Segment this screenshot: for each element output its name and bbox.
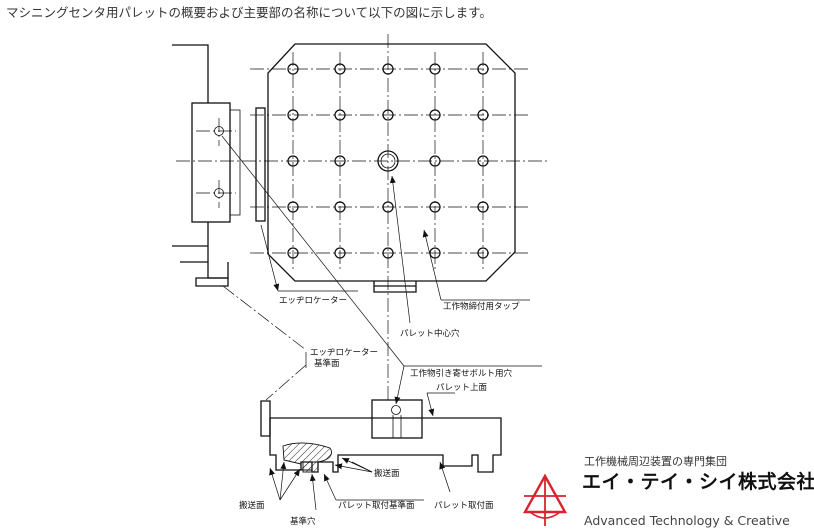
tap-hole [382,247,394,259]
label-transport-face-left: 搬送面 [239,500,265,511]
tap-hole [382,63,394,75]
tap-hole [334,155,346,167]
tap-hole [382,201,394,213]
pallet-top-view [176,34,548,400]
tap-hole [429,247,441,259]
label-pallet-mount-ref: パレット取付基準面 [338,500,415,511]
tap-grid-centerlines [250,52,530,270]
label-pallet-mount-face: パレット取付面 [434,500,494,511]
tap-hole [477,155,489,167]
tap-hole [287,109,299,121]
label-edge-locator-ref: エッヂロケーター [310,348,378,358]
tap-hole [287,247,299,259]
intro-text: マシニングセンタ用パレットの概要および主要部の名称について以下の図に示します。 [6,5,492,20]
tap-hole [477,201,489,213]
label-transport-face-right: 搬送面 [374,468,400,479]
logo-company-name: エイ・テイ・シイ株式会社 [582,471,814,493]
atc-logo-icon [522,473,568,526]
label-pallet-center-hole: パレット中心穴 [400,328,460,339]
tap-hole [477,109,489,121]
machine-fixture [172,44,266,287]
leader-lines [221,135,542,511]
tap-hole [334,109,346,121]
tap-hole [429,109,441,121]
tap-hole [287,63,299,75]
logo-tagline: 工作機械周辺装置の専門集団 [584,455,727,468]
tap-hole [334,63,346,75]
tap-hole [477,247,489,259]
label-pull-bolt-hole: 工作物引き寄せボルト用穴 [410,368,513,379]
label-edge-locator: エッヂロケーター [279,296,347,306]
company-logo: 工作機械周辺装置の専門集団 エイ・テイ・シイ株式会社 Advanced Tech… [522,452,814,532]
tap-hole [287,155,299,167]
label-ref-hole: 基準穴 [290,516,316,527]
pallet-center-hole [377,150,399,172]
tap-hole [429,155,441,167]
tap-hole [382,109,394,121]
pallet-side-view [260,399,502,473]
tap-hole [477,63,489,75]
tap-hole [287,201,299,213]
tap-hole [334,201,346,213]
tap-hole [334,247,346,259]
label-pallet-top: パレット上面 [436,383,488,393]
work-tap-holes [287,63,489,259]
label-edge-locator-ref-face: 基準面 [314,358,340,369]
label-work-tap: 工作物締付用タップ [443,301,520,312]
tap-hole [429,63,441,75]
logo-english-name: Advanced Technology & Creative [584,513,790,528]
tap-hole [429,201,441,213]
